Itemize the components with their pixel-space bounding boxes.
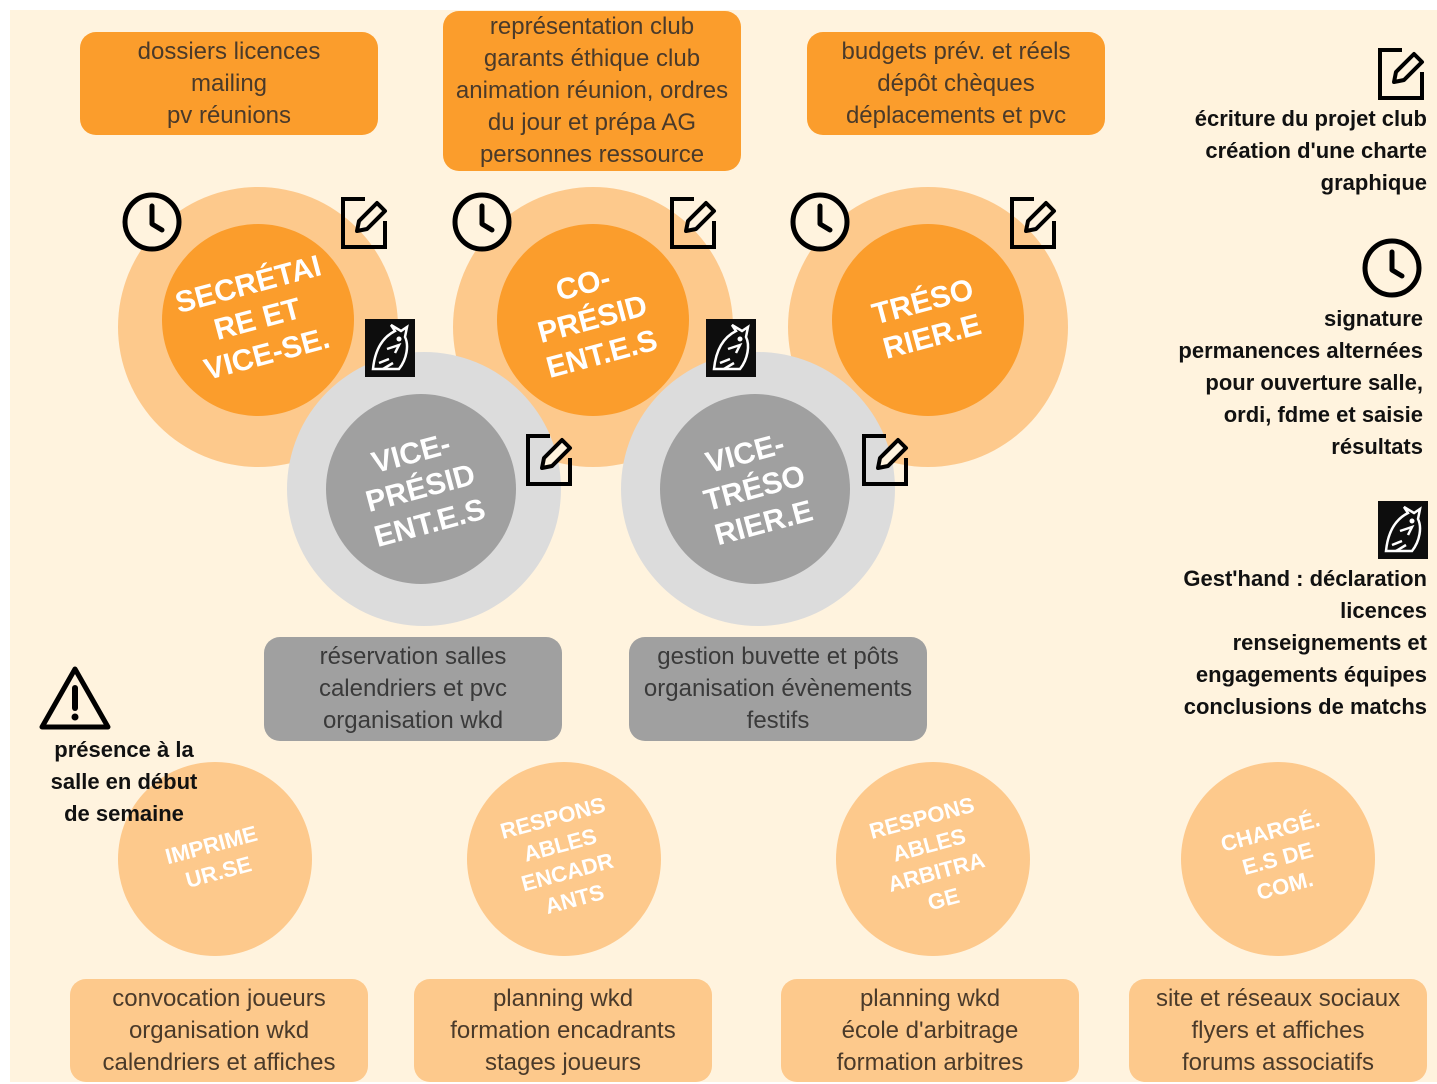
vicepresident-tasks-box: réservation salles calendriers et pvc or… [264,637,562,741]
edit-icon [526,434,572,486]
vicetresorier-circle: VICE- TRÉSO RIER.E [660,394,850,584]
legend-line: graphique [1320,170,1427,195]
task-line: représentation club [489,13,695,40]
task-line: garants éthique club [483,45,701,72]
hornet-logo [1378,501,1428,559]
task-line: formation encadrants [450,1016,676,1044]
encadrants-tasks-box: planning wkd formation encadrants stages… [414,979,712,1082]
task-line: école d'arbitrage [841,1016,1019,1044]
legend-line: renseignements et [1232,630,1427,655]
task-line: festifs [746,707,810,734]
edit-icon [862,434,908,486]
arbitrage-circle: RESPONS ABLES ARBITRA GE [836,762,1030,956]
imprimeur-circle: IMPRIME UR.SE [118,762,312,956]
legend-line: résultats [1331,434,1423,459]
copresident-tasks-box: représentation club garants éthique club… [443,11,741,171]
task-line: flyers et affiches [1191,1016,1365,1044]
clock-icon [1362,238,1422,298]
task-line: site et réseaux sociaux [1155,984,1401,1012]
task-line: organisation évènements [643,675,913,702]
clock-icon [452,192,512,252]
task-line: planning wkd [492,984,634,1012]
gesthand-legend: Gest'hand : déclaration licences renseig… [1107,563,1427,723]
note-line: salle en début [50,769,198,794]
encadrants-circle: RESPONS ABLES ENCADR ANTS [467,762,661,956]
legend-line: écriture du projet club [1194,106,1427,131]
legend-line: conclusions de matchs [1183,694,1427,719]
legend-line: permanences alternées [1178,338,1423,363]
task-line: déplacements et pvc [845,101,1067,129]
task-line: personnes ressource [479,141,705,168]
task-line: planning wkd [859,984,1001,1012]
imprimeur-tasks-box: convocation joueurs organisation wkd cal… [70,979,368,1082]
presence-note: présence à la salle en début de semaine [24,734,224,830]
edit-legend: écriture du projet club création d'une c… [1107,103,1427,199]
task-line: budgets prév. et réels [841,37,1071,65]
note-line: de semaine [64,801,184,826]
task-line: convocation joueurs [112,984,326,1012]
com-tasks-box: site et réseaux sociaux flyers et affich… [1129,979,1427,1082]
vicepresident-circle: VICE- PRÉSID ENT.E.S [326,394,516,584]
vicetresorier-tasks-box: gestion buvette et pôts organisation évè… [629,637,927,741]
task-line: pv réunions [166,101,292,129]
note-line: présence à la [54,737,194,762]
secretaire-tasks-box: dossiers licences mailing pv réunions [80,32,378,135]
task-line: mailing [190,69,268,97]
hornet-logo [706,319,756,377]
edit-icon [1378,48,1424,100]
task-line: gestion buvette et pôts [657,643,899,670]
edit-icon [670,197,716,249]
task-line: forums associatifs [1181,1048,1375,1076]
clock-icon [790,192,850,252]
task-line: animation réunion, ordres [455,77,729,104]
legend-line: signature [1323,306,1423,331]
tresorier-tasks-box: budgets prév. et réels dépôt chèques dép… [807,32,1105,135]
task-line: organisation wkd [128,1016,310,1044]
legend-line: ordi, fdme et saisie [1223,402,1423,427]
legend-line: création d'une charte [1205,138,1427,163]
copresident-circle: CO- PRÉSID ENT.E.S [497,224,689,416]
com-circle: CHARGÉ. E.S DE COM. [1181,762,1375,956]
tresorier-circle: TRÉSO RIER.E [832,224,1024,416]
task-line: du jour et prépa AG [487,109,697,136]
clock-legend: signature permanences alternées pour ouv… [1103,303,1423,463]
hornet-logo [365,319,415,377]
legend-line: pour ouverture salle, [1205,370,1423,395]
warning-icon [39,666,111,730]
task-line: calendriers et affiches [102,1048,336,1076]
edit-icon [341,197,387,249]
task-line: stages joueurs [484,1048,642,1076]
arbitrage-tasks-box: planning wkd école d'arbitrage formation… [781,979,1079,1082]
task-line: dossiers licences [137,37,321,65]
organigram: dossiers licences mailing pv réunions re… [10,10,1437,1082]
edit-icon [1010,197,1056,249]
legend-line: Gest'hand : déclaration [1183,566,1427,591]
task-line: formation arbitres [836,1048,1024,1076]
secretaire-circle: SECRÉTAI RE ET VICE-SE. [162,224,354,416]
legend-line: licences [1340,598,1427,623]
legend-line: engagements équipes [1195,662,1427,687]
task-line: calendriers et pvc [318,675,508,702]
task-line: dépôt chèques [877,69,1035,97]
clock-icon [122,192,182,252]
task-line: organisation wkd [322,707,504,734]
task-line: réservation salles [319,643,507,670]
